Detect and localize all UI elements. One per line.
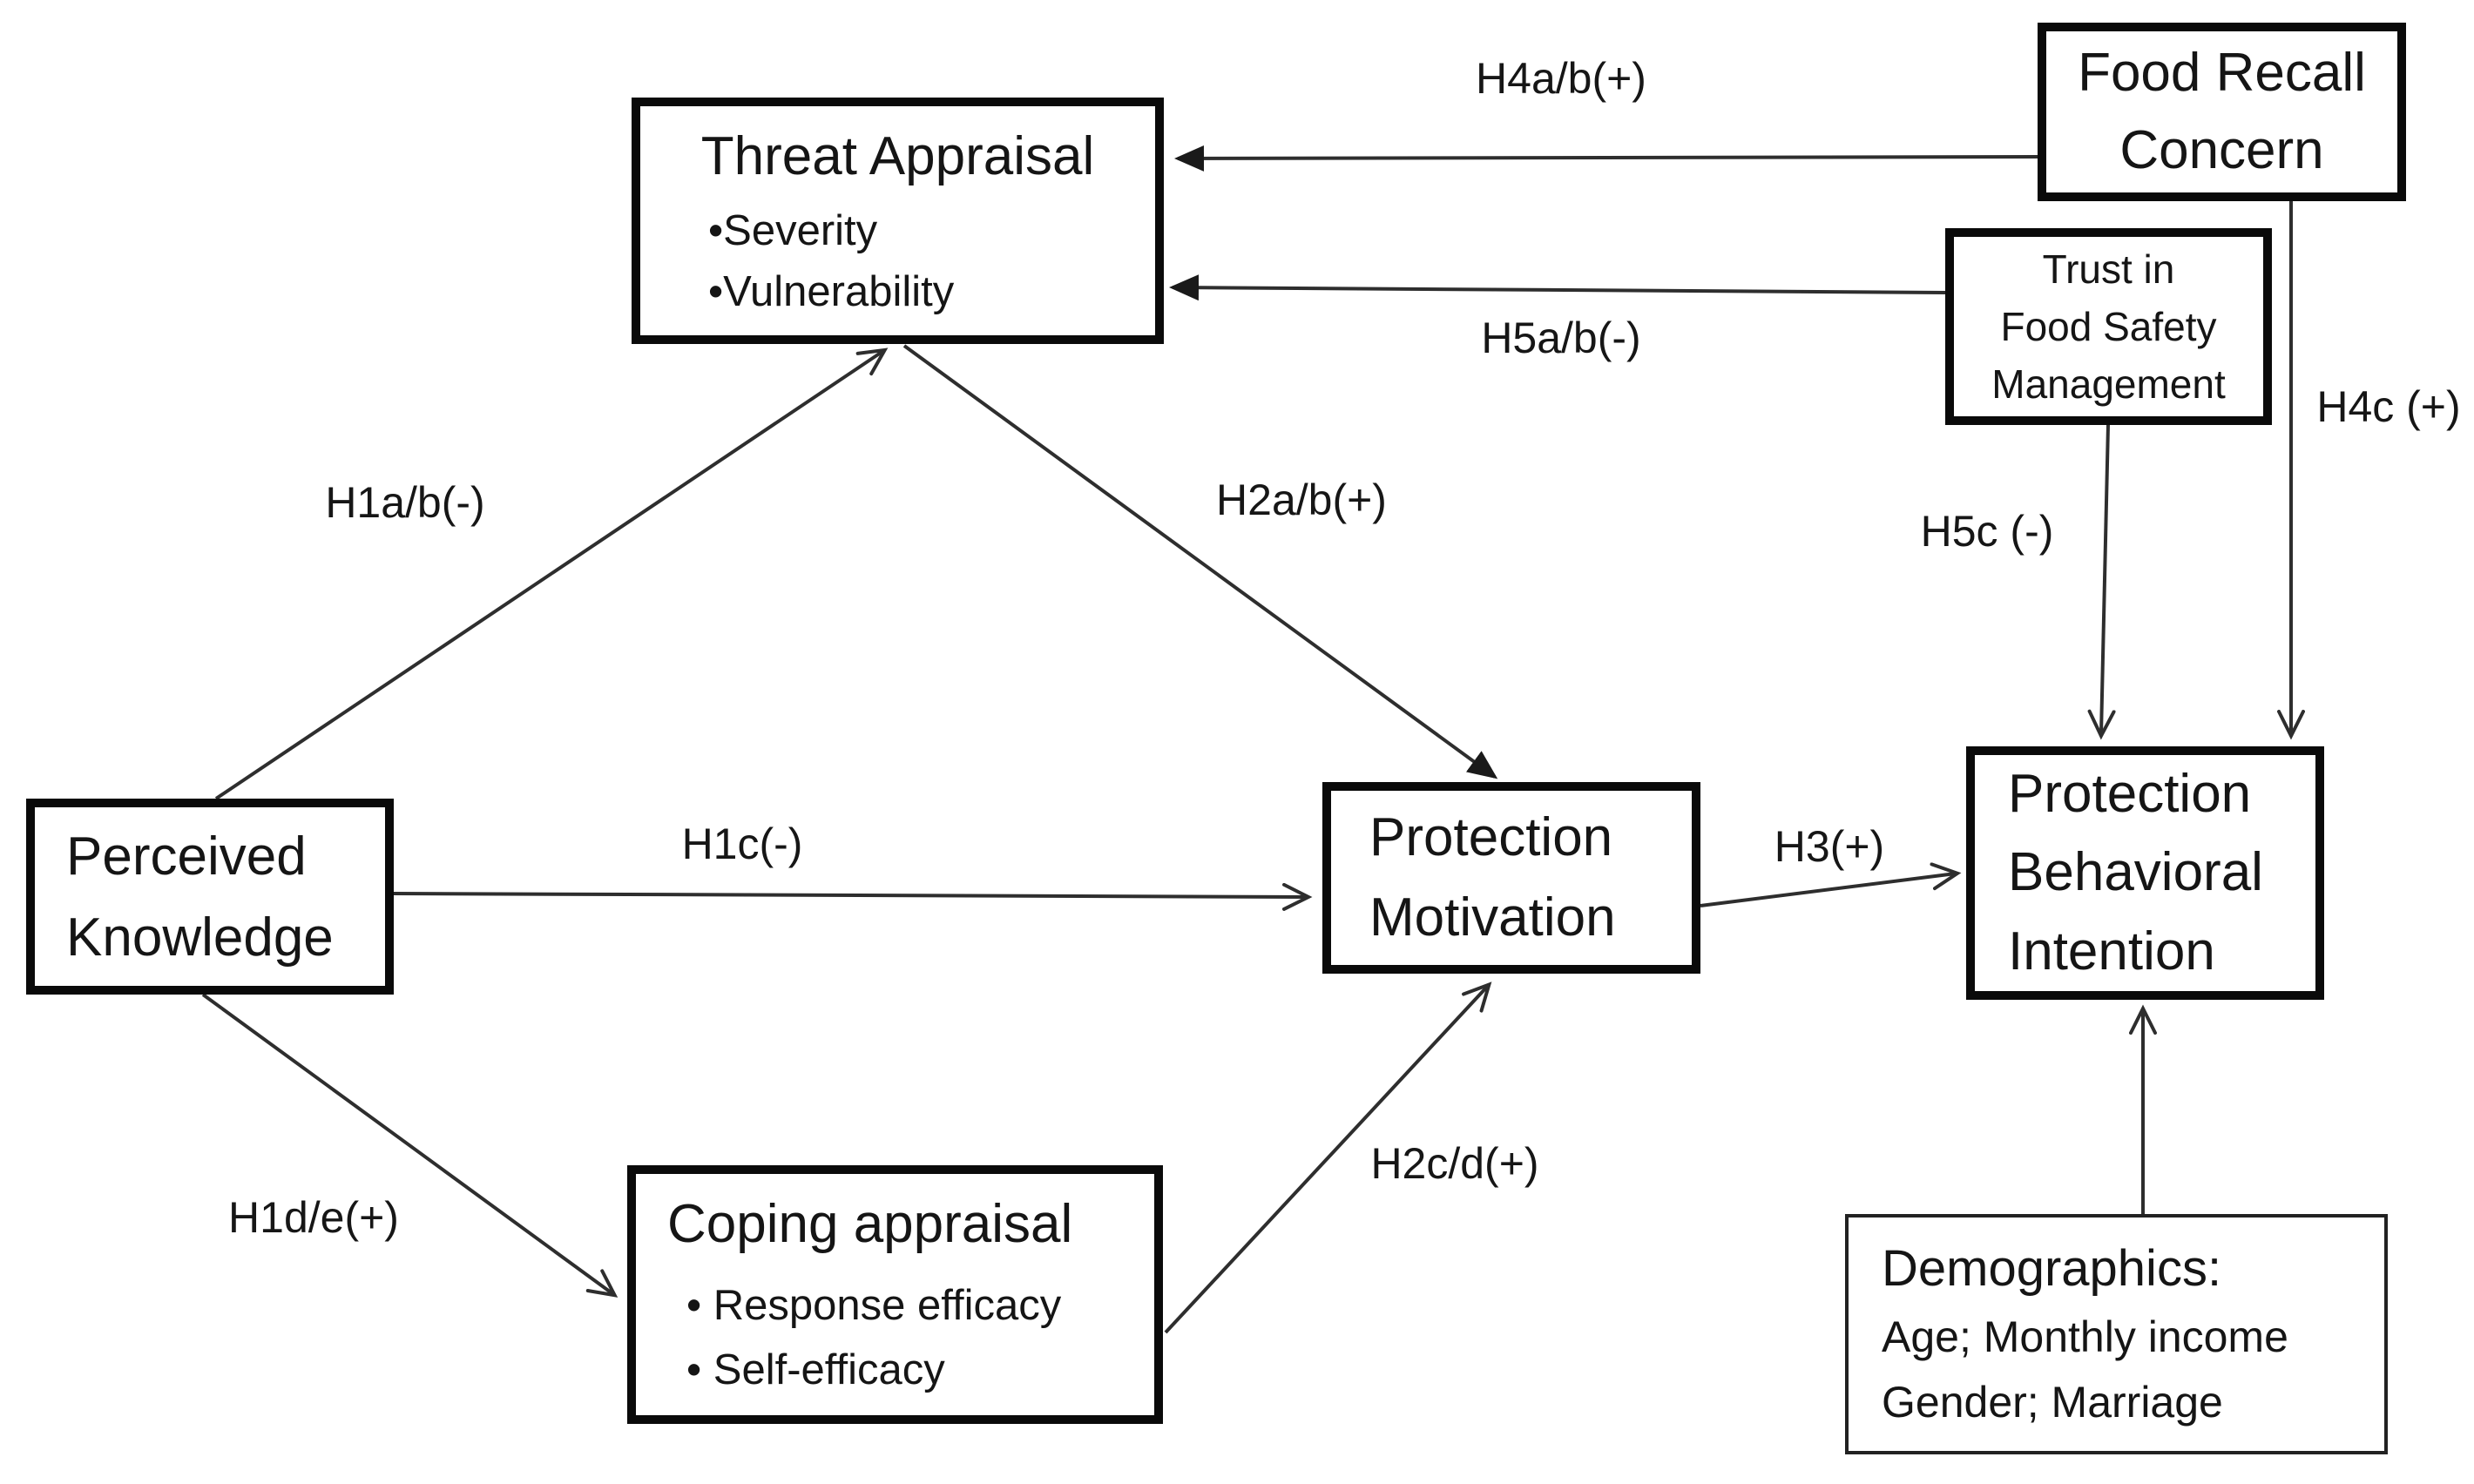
protection-behavioral-intention-line-3: Intention [2008,921,2215,981]
demographics-title: Demographics: [1882,1240,2222,1298]
demographics-box: Demographics: Age; Monthly income Gender… [1845,1214,2388,1454]
arrow-h2cd [1164,981,1492,1334]
threat-appraisal-bullet-severity: •Severity [708,207,878,255]
edge-label-h4c: H4c (+) [2316,382,2461,431]
edge-label-h2cd: H2c/d(+) [1370,1139,1539,1188]
protection-motivation-line-2: Motivation [1369,887,1616,948]
edge-label-h5ab: H5a/b(-) [1481,314,1641,362]
coping-appraisal-bullets: • Response efficacy • Self-efficacy [686,1274,1154,1402]
threat-appraisal-bullets: •Severity •Vulnerability [708,201,1155,322]
arrow-h5ab [1169,274,1946,301]
perceived-knowledge-box: Perceived Knowledge [26,799,394,995]
coping-appraisal-title: Coping appraisal [667,1193,1073,1254]
edge-label-h1c: H1c(-) [681,820,803,868]
trust-line-3: Management [1991,361,2226,408]
arrow-h1ab [214,347,889,800]
protection-motivation-line-1: Protection [1369,807,1613,868]
coping-appraisal-bullet-response-efficacy: • Response efficacy [686,1282,1062,1330]
threat-appraisal-bullet-vulnerability: •Vulnerability [708,267,955,315]
perceived-knowledge-line-1: Perceived [66,826,307,887]
trust-line-1: Trust in [2042,246,2175,292]
edge-label-h5c: H5c (-) [1920,507,2054,556]
edge-label-h1ab: H1a/b(-) [325,478,485,527]
edge-label-h1de: H1d/e(+) [228,1193,399,1242]
edge-label-h4ab: H4a/b(+) [1476,54,1646,103]
arrow-h2ab [902,344,1498,779]
trust-line-2: Food Safety [2000,303,2217,349]
food-recall-concern-line-1: Food Recall [2078,43,2366,104]
protection-behavioral-intention-line-2: Behavioral [2008,842,2263,903]
protection-motivation-box: Protection Motivation [1322,782,1700,974]
food-recall-concern-box: Food Recall Concern [2038,23,2406,201]
food-recall-concern-line-2: Concern [2119,119,2324,180]
edge-label-h3: H3(+) [1774,822,1885,871]
coping-appraisal-box: Coping appraisal • Response efficacy • S… [627,1165,1163,1424]
edge-label-h2ab: H2a/b(+) [1216,476,1387,524]
arrow-h5c [2087,424,2116,740]
perceived-knowledge-line-2: Knowledge [66,907,334,968]
threat-appraisal-title: Threat Appraisal [700,125,1095,186]
threat-appraisal-box: Threat Appraisal •Severity •Vulnerabilit… [632,98,1164,344]
coping-appraisal-bullet-self-efficacy: • Self-efficacy [686,1346,945,1393]
arrow-h4ab [1174,145,2038,172]
demographics-line-2: Gender; Marriage [1882,1377,2223,1427]
protection-behavioral-intention-line-1: Protection [2008,763,2252,824]
demographics-line-1: Age; Monthly income [1882,1312,2288,1361]
protection-behavioral-intention-box: Protection Behavioral Intention [1966,746,2324,1000]
arrow-h1de [201,993,618,1298]
trust-in-food-safety-management-box: Trust in Food Safety Management [1945,228,2272,425]
arrow-h1c [393,882,1313,911]
arrow-h3 [1700,862,1962,907]
